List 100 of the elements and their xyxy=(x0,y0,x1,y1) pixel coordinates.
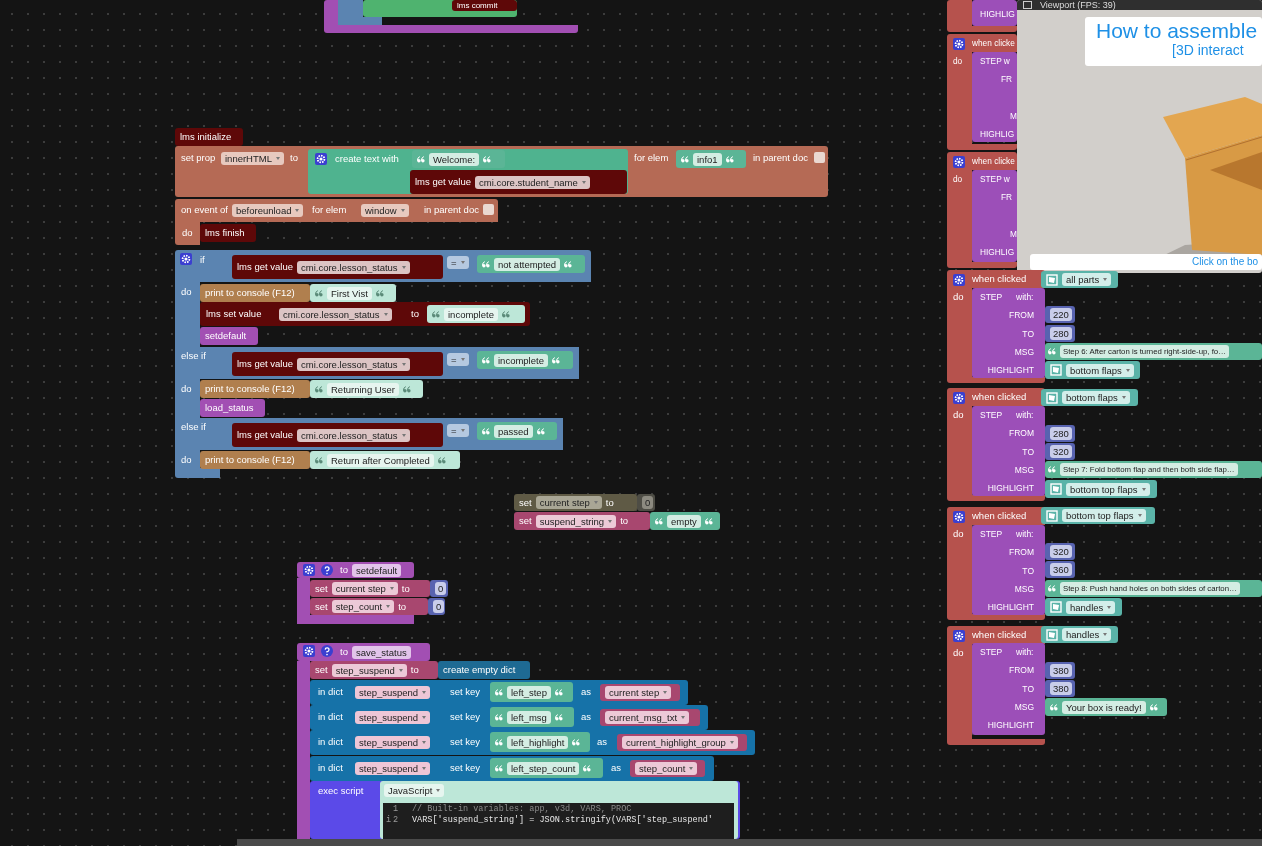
block-label: M xyxy=(1010,228,1017,241)
number-block xyxy=(1045,306,1075,323)
set-variable-block xyxy=(514,512,650,530)
procedure-block xyxy=(297,562,414,578)
block-label: as xyxy=(581,710,592,724)
object-block xyxy=(1045,598,1122,616)
dropdown-field: step_suspend xyxy=(355,735,431,749)
text-field: empty xyxy=(667,514,701,528)
number-block xyxy=(1045,561,1075,578)
lms-block xyxy=(232,255,443,279)
block-label: in dict xyxy=(318,685,343,699)
dict-set-block xyxy=(310,730,755,755)
block-label: lms get value xyxy=(237,260,293,274)
create-dict-block xyxy=(438,661,530,679)
number-field: 0 xyxy=(435,582,447,595)
dropdown-field: current step xyxy=(331,582,398,595)
block-label: with: xyxy=(1016,291,1034,304)
block-label: set prop xyxy=(181,151,216,165)
block-label: STEP xyxy=(980,646,1003,659)
text-field: passed xyxy=(494,424,533,438)
number-field: 220 xyxy=(1050,308,1072,321)
heading: How to assemble xyxy=(1096,19,1258,43)
number-block xyxy=(428,598,445,615)
dropdown-field: step_suspend xyxy=(355,710,431,724)
block-label: TO xyxy=(1022,328,1034,341)
variable-block xyxy=(617,734,747,751)
block-label: set key xyxy=(450,735,481,749)
block-label: as xyxy=(597,735,608,749)
block-label: do xyxy=(953,290,964,304)
block-label: HIGHLIG xyxy=(980,246,1015,259)
variable-block xyxy=(630,760,705,777)
block-label: FROM xyxy=(1008,546,1034,559)
when-clicked-block xyxy=(947,388,1045,501)
block-label: with: xyxy=(1016,646,1034,659)
block-label: STEP xyxy=(980,291,1003,304)
step-block xyxy=(972,170,1017,262)
block-label: load_status xyxy=(205,401,254,415)
dropdown-field: all parts xyxy=(1062,273,1112,286)
number-field: 0 xyxy=(642,496,654,509)
block-label: as xyxy=(581,685,592,699)
print-block xyxy=(200,451,310,469)
block-label: MSG xyxy=(1014,583,1034,596)
string-block xyxy=(427,305,525,323)
object-block xyxy=(1041,271,1118,288)
when-clicked-block xyxy=(947,152,1017,268)
if-block xyxy=(175,250,591,478)
number-field: 280 xyxy=(1050,327,1072,340)
string-block xyxy=(490,758,603,778)
block-label: print to console (F12) xyxy=(205,382,295,396)
set-variable-block xyxy=(310,661,438,679)
block-label: in dict xyxy=(318,761,343,775)
block-label: with: xyxy=(1016,528,1034,541)
text-field: not attempted xyxy=(494,257,561,271)
when-clicked-block xyxy=(947,270,1045,383)
block-label: lms initialize xyxy=(180,130,232,144)
print-block xyxy=(200,284,310,302)
block-label: as xyxy=(611,761,622,775)
block-label: to xyxy=(620,514,629,528)
viewport-panel xyxy=(1017,0,1262,273)
string-block xyxy=(1045,698,1167,716)
block-label: with: xyxy=(1016,409,1034,422)
block-label: MSG xyxy=(1014,464,1034,477)
block-label: FROM xyxy=(1008,664,1034,677)
block-label: STEP xyxy=(980,409,1003,422)
step-block xyxy=(972,643,1045,735)
object-block xyxy=(1041,626,1118,643)
number-block xyxy=(1045,425,1075,442)
object-block xyxy=(1041,389,1138,406)
block-label: when clicke xyxy=(972,155,1015,168)
block-label: HIGHLIGHT xyxy=(987,364,1034,377)
block-label: HIGHLIGHT xyxy=(987,482,1034,495)
number-block xyxy=(430,580,448,597)
number-block xyxy=(1045,443,1075,460)
block-label: TO xyxy=(1022,565,1034,578)
block-label: to xyxy=(398,599,407,614)
create-text-block xyxy=(308,149,628,194)
panel-title: Viewport (FPS: 39) xyxy=(1040,0,1116,10)
string-block xyxy=(650,512,720,530)
when-clicked-block xyxy=(947,34,1017,150)
block-label: in dict xyxy=(318,710,343,724)
text-field: Return after Completed xyxy=(327,453,434,467)
block-label: print to console (F12) xyxy=(205,453,295,467)
exec-script-block xyxy=(310,781,740,839)
block-label: set xyxy=(315,663,328,677)
step-block xyxy=(972,0,1017,26)
string-block xyxy=(676,150,746,168)
block-label: else if xyxy=(181,349,206,363)
block-label: set xyxy=(315,599,328,614)
code-line: VARS['suspend_string'] = JSON.stringify(VARS['step_suspend' xyxy=(412,814,713,826)
string-block xyxy=(310,451,460,469)
lms-block xyxy=(410,170,627,194)
procedure-call-block xyxy=(200,399,265,417)
set-variable-block xyxy=(514,494,637,511)
text-field: Returning User xyxy=(327,382,399,396)
event-block xyxy=(947,0,1017,32)
block-label: MSG xyxy=(1014,701,1034,714)
object-block xyxy=(1041,507,1155,524)
dropdown-field: bottom top flaps xyxy=(1066,482,1150,496)
dropdown-field: current_msg_txt xyxy=(605,711,690,724)
lms-block xyxy=(200,224,256,242)
